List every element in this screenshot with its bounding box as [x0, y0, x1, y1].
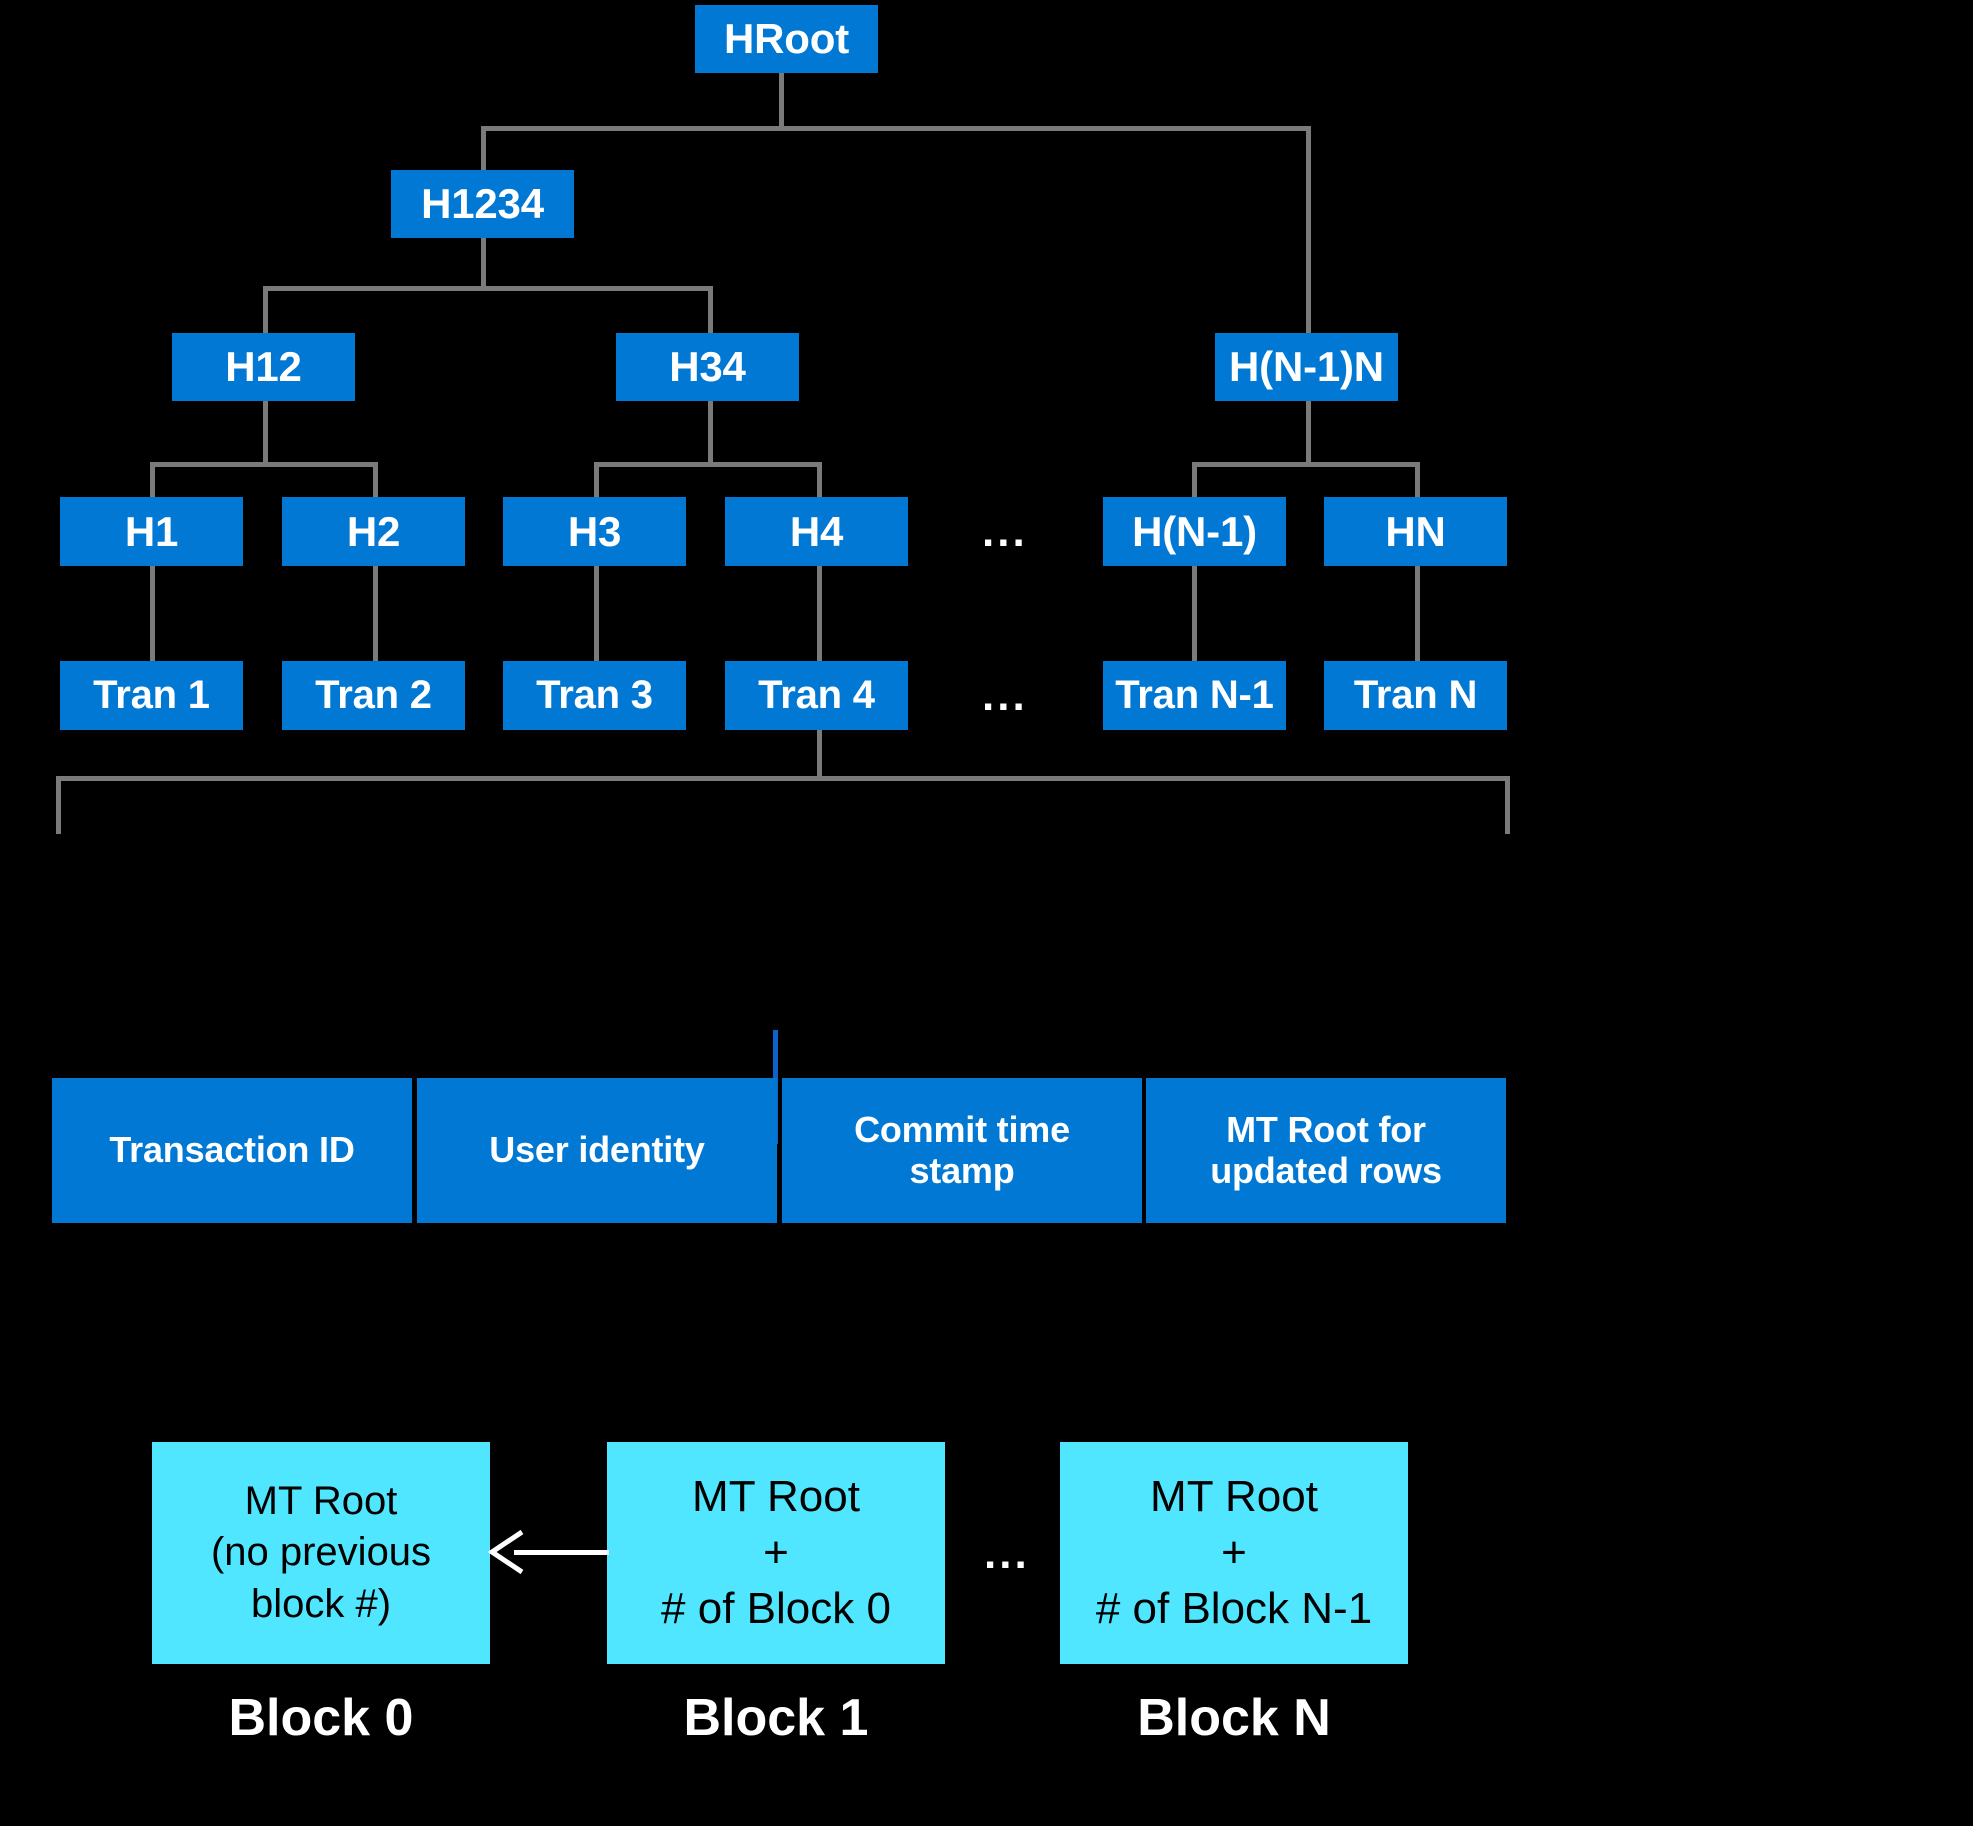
connector-to-h34 [708, 286, 713, 334]
field-commit-time-stamp-label: Commit time stamp [854, 1109, 1070, 1191]
node-h34[interactable]: H34 [616, 333, 799, 401]
connector-h4-tran4 [817, 566, 822, 662]
connector-to-hn1 [1192, 462, 1197, 498]
connector-h2-tran2 [373, 566, 378, 662]
field-transaction-id-label: Transaction ID [109, 1129, 355, 1171]
connector-h34-stem [708, 400, 713, 464]
node-tran-3-label: Tran 3 [536, 673, 653, 718]
blockchain-ellipsis: ... [984, 1529, 1030, 1578]
node-h1[interactable]: H1 [60, 497, 243, 566]
node-tran-2-label: Tran 2 [315, 673, 432, 718]
node-tran-n-1[interactable]: Tran N-1 [1103, 661, 1286, 730]
node-hroot-label: HRoot [724, 15, 849, 63]
field-transaction-id[interactable]: Transaction ID [52, 1078, 412, 1223]
connector-expand-left [56, 776, 61, 834]
connector-h1234-bus [263, 286, 713, 291]
connector-hroot-bus [481, 126, 1311, 131]
node-hn[interactable]: HN [1324, 497, 1507, 566]
arrow-block1-to-block0-head [486, 1528, 526, 1576]
node-tran-2[interactable]: Tran 2 [282, 661, 465, 730]
node-hroot[interactable]: HRoot [695, 5, 878, 73]
connector-to-h4 [817, 462, 822, 498]
field-mt-root-updated-rows[interactable]: MT Root for updated rows [1146, 1078, 1506, 1223]
connector-h12-stem [263, 400, 268, 464]
block-n-label: Block N [1137, 1689, 1331, 1747]
connector-hn1-trann1 [1192, 566, 1197, 662]
connector-to-h3 [594, 462, 599, 498]
block-0-box[interactable]: MT Root (no previous block #) [152, 1442, 490, 1664]
node-h1234-label: H1234 [421, 180, 544, 228]
node-h34-label: H34 [669, 343, 746, 391]
connector-to-h2 [373, 462, 378, 498]
node-h3-label: H3 [567, 507, 622, 555]
block-1-text: MT Root + # of Block 0 [661, 1471, 891, 1634]
node-h4-label: H4 [789, 507, 844, 555]
node-hn1[interactable]: H(N-1) [1103, 497, 1286, 566]
connector-hroot-stem [779, 72, 784, 128]
connector-hn1n-stem [1306, 400, 1311, 464]
node-h1-label: H1 [124, 507, 179, 555]
connector-h34-bus [594, 462, 822, 467]
node-h12[interactable]: H12 [172, 333, 355, 401]
node-tran-4[interactable]: Tran 4 [725, 661, 908, 730]
connector-tran4-expand-stem [817, 730, 822, 778]
block-1-label: Block 1 [683, 1689, 869, 1747]
connector-h1-tran1 [150, 566, 155, 662]
node-h2[interactable]: H2 [282, 497, 465, 566]
node-tran-1[interactable]: Tran 1 [60, 661, 243, 730]
block-0-label: Block 0 [228, 1689, 414, 1747]
connector-to-hn1n [1306, 126, 1311, 334]
field-commit-time-stamp[interactable]: Commit time stamp [782, 1078, 1142, 1223]
node-tran-3[interactable]: Tran 3 [503, 661, 686, 730]
field-user-identity[interactable]: User identity [417, 1078, 777, 1223]
connector-h12-bus [150, 462, 378, 467]
connector-expand-right [1505, 776, 1510, 834]
node-tran-n[interactable]: Tran N [1324, 661, 1507, 730]
block-1-box[interactable]: MT Root + # of Block 0 [607, 1442, 945, 1664]
node-tran-1-label: Tran 1 [93, 673, 210, 718]
node-h4[interactable]: H4 [725, 497, 908, 566]
connector-hn1n-bus [1192, 462, 1420, 467]
node-tran-n-label: Tran N [1353, 673, 1478, 718]
block-n-text: MT Root + # of Block N-1 [1095, 1471, 1373, 1634]
node-h3[interactable]: H3 [503, 497, 686, 566]
arrow-block1-to-block0-shaft [514, 1550, 609, 1555]
connector-to-h12 [263, 286, 268, 334]
hash-row-ellipsis: ... [982, 507, 1028, 556]
field-mt-root-updated-rows-label: MT Root for updated rows [1210, 1109, 1442, 1191]
node-hn1n-label: H(N-1)N [1229, 343, 1384, 391]
node-tran-n-1-label: Tran N-1 [1115, 673, 1274, 718]
connector-to-h1234 [481, 126, 486, 172]
block-n-box[interactable]: MT Root + # of Block N-1 [1060, 1442, 1408, 1664]
connector-to-h1 [150, 462, 155, 498]
connector-expand-bus [56, 776, 1510, 781]
transaction-row-ellipsis: ... [982, 671, 1028, 720]
connector-to-hn [1415, 462, 1420, 498]
node-hn1n[interactable]: H(N-1)N [1215, 333, 1398, 401]
node-h12-label: H12 [225, 343, 302, 391]
node-tran-4-label: Tran 4 [758, 673, 875, 718]
connector-h1234-stem [481, 236, 486, 288]
node-hn-label: HN [1385, 507, 1446, 555]
connector-h3-tran3 [594, 566, 599, 662]
node-hn1-label: H(N-1) [1132, 507, 1257, 555]
node-h1234[interactable]: H1234 [391, 170, 574, 238]
node-h2-label: H2 [346, 507, 401, 555]
field-user-identity-label: User identity [489, 1129, 705, 1171]
block-0-text: MT Root (no previous block #) [210, 1479, 432, 1626]
connector-hn-trann [1415, 566, 1420, 662]
